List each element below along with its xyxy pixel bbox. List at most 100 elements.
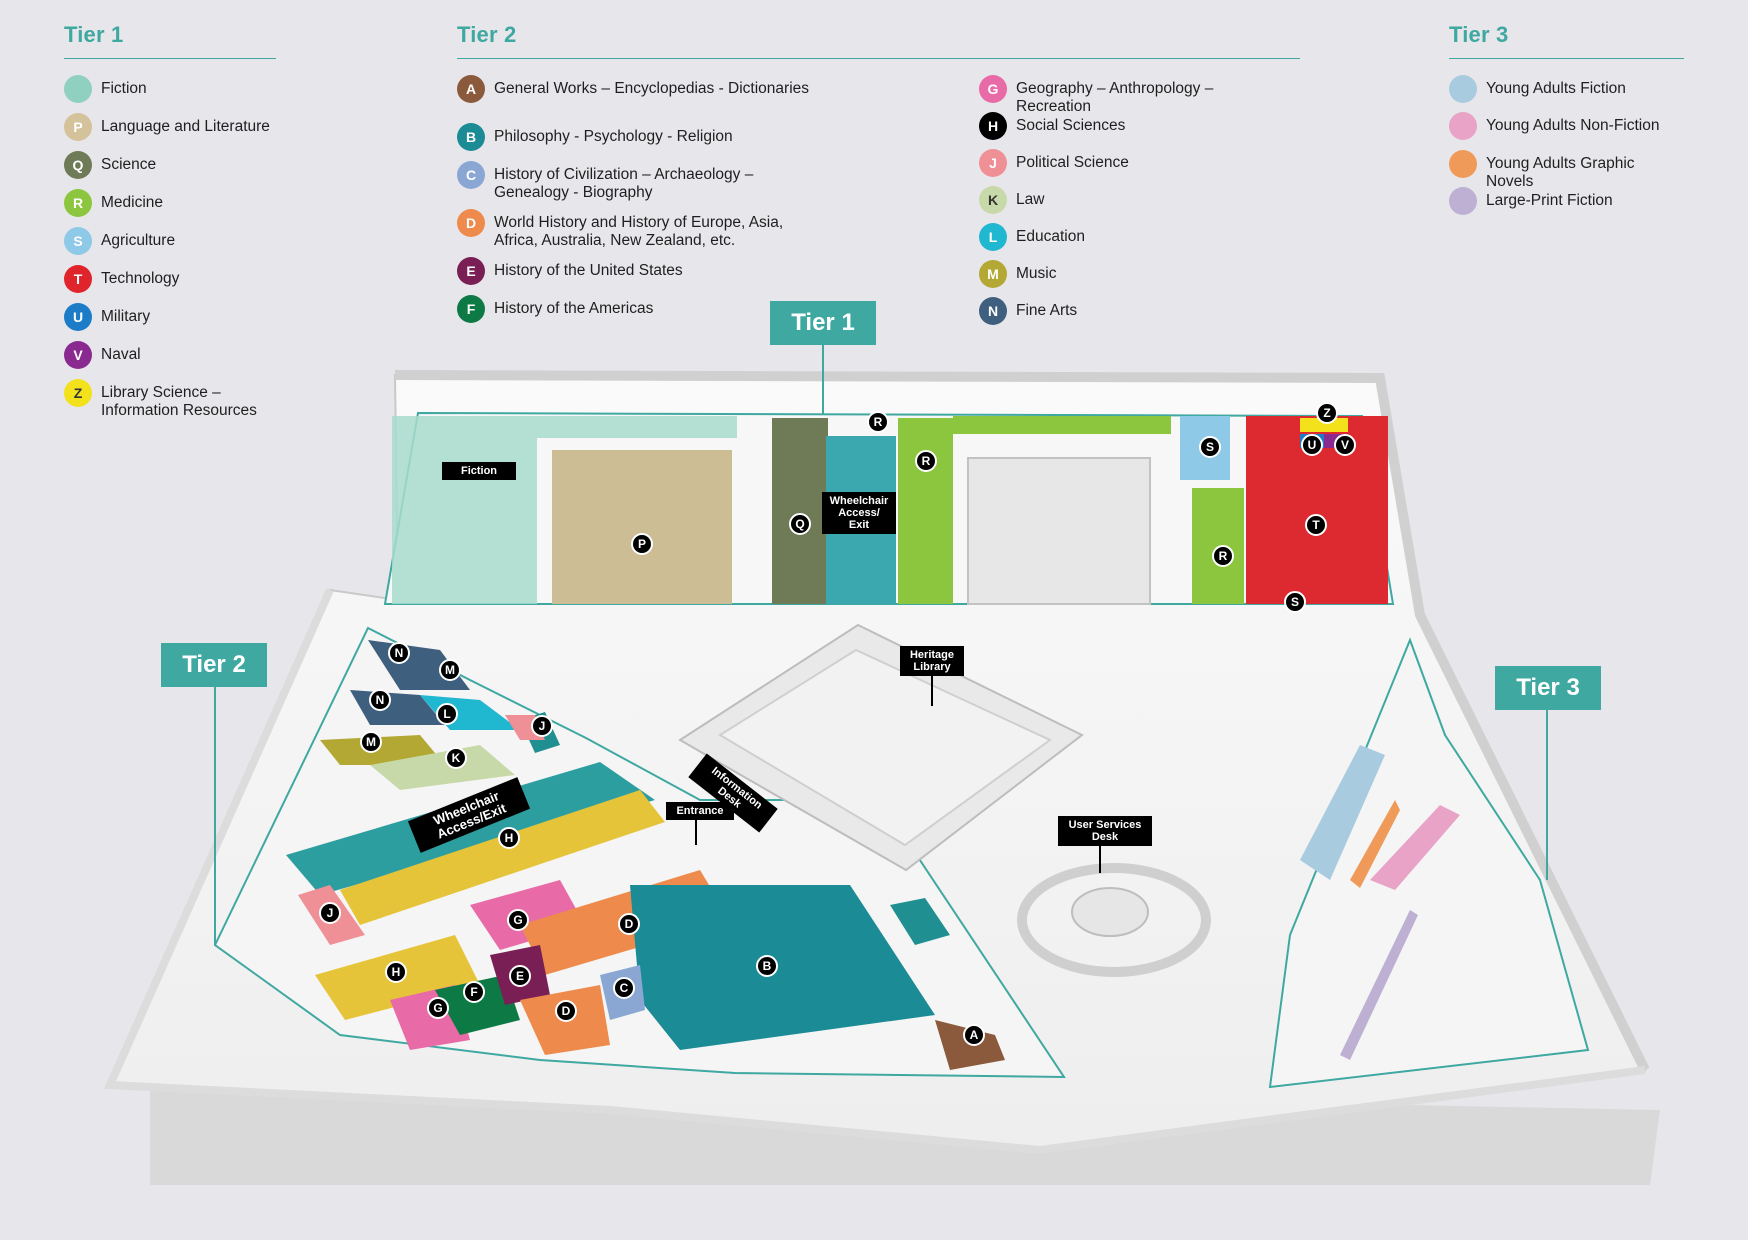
legend-color-badge: M: [979, 260, 1007, 288]
legend-label: Fiction: [101, 80, 147, 97]
tier3-tag: Tier 3: [1495, 666, 1601, 710]
legend-color-badge: L: [979, 223, 1007, 251]
wheelchair-tier1-label: Wheelchair Access/ Exit: [822, 492, 896, 534]
legend-color-badge: [1449, 112, 1477, 140]
map-marker-tier2: J: [531, 715, 553, 737]
legend-label: Music: [1016, 265, 1057, 282]
map-marker-tier2: D: [618, 913, 640, 935]
legend-rule: [1449, 58, 1684, 59]
legend-item: Young Adults Fiction: [1449, 75, 1626, 103]
fiction-label: Fiction: [442, 462, 516, 480]
legend-color-badge: B: [457, 123, 485, 151]
legend-color-badge: V: [64, 341, 92, 369]
map-marker-tier1: R: [915, 450, 937, 472]
legend-label: World History and History of Europe, Asi…: [494, 214, 784, 249]
legend-label: Military: [101, 308, 151, 325]
map-marker-tier1: U: [1301, 434, 1323, 456]
map-marker-tier2: H: [498, 827, 520, 849]
legend-label: Science: [101, 156, 157, 173]
legend-label: Language and Literature: [101, 118, 270, 135]
legend-color-badge: Q: [64, 151, 92, 179]
map-marker-tier1: S: [1284, 591, 1306, 613]
legend-label: Political Science: [1016, 154, 1129, 171]
legend-label: Medicine: [101, 194, 164, 211]
legend-label: Library Science – Information Resources: [101, 384, 257, 419]
legend-item: H Social Sciences: [979, 112, 1125, 140]
legend-label: Young Adults Fiction: [1486, 80, 1626, 97]
tier3-shelving: [1300, 745, 1460, 1060]
legend-label: Philosophy - Psychology - Religion: [494, 128, 733, 145]
map-marker-tier1: R: [1212, 545, 1234, 567]
legend-item: Q Science: [64, 151, 156, 179]
legend-item: L Education: [979, 223, 1085, 251]
legend-title-tier3: Tier 3: [1449, 22, 1509, 47]
map-marker-tier2: N: [388, 642, 410, 664]
legend-item: P Language and Literature: [64, 113, 270, 141]
legend-item: J Political Science: [979, 149, 1129, 177]
legend-color-badge: T: [64, 265, 92, 293]
legend-item: Fiction: [64, 75, 147, 103]
legend-color-badge: E: [457, 257, 485, 285]
legend-title-tier1: Tier 1: [64, 22, 124, 47]
legend-item: Large-Print Fiction: [1449, 187, 1613, 215]
tier1-rooms: [967, 457, 1151, 605]
legend-label: Education: [1016, 228, 1085, 245]
legend-item: Young Adults Non-Fiction: [1449, 112, 1659, 140]
legend-color-badge: F: [457, 295, 485, 323]
shelves-library-science: [1300, 418, 1348, 432]
entrance-label: Entrance: [666, 802, 734, 820]
shelves-medicine: [898, 418, 953, 604]
map-marker-tier2: G: [507, 909, 529, 931]
legend-color-badge: J: [979, 149, 1007, 177]
map-marker-tier2: L: [436, 703, 458, 725]
legend-color-badge: P: [64, 113, 92, 141]
legend-label: History of the Americas: [494, 300, 654, 317]
legend-label: Agriculture: [101, 232, 176, 249]
heritage-library-label: Heritage Library: [900, 646, 964, 676]
legend-color-badge: [64, 75, 92, 103]
shelves-science: [772, 418, 828, 604]
legend-label: General Works – Encyclopedias - Dictiona…: [494, 80, 810, 97]
legend-title-tier2: Tier 2: [457, 22, 517, 47]
legend-label: Young Adults Non-Fiction: [1486, 117, 1660, 134]
tier2-shelving: [286, 640, 1005, 1070]
legend-label: Social Sciences: [1016, 117, 1126, 134]
outer-wall: [394, 370, 1650, 1073]
map-marker-tier1: Q: [789, 513, 811, 535]
map-marker-tier1: P: [631, 533, 653, 555]
map-marker-tier2: F: [463, 981, 485, 1003]
legend-label: Young Adults Graphic Novels: [1486, 155, 1635, 190]
legend-color-badge: N: [979, 297, 1007, 325]
legend-item: Young Adults Graphic Novels: [1449, 150, 1684, 191]
map-marker-tier2: N: [369, 689, 391, 711]
legend-color-badge: H: [979, 112, 1007, 140]
map-marker-tier1: T: [1305, 514, 1327, 536]
shelves-fiction: [392, 416, 737, 604]
legend-item: B Philosophy - Psychology - Religion: [457, 123, 733, 151]
legend-item: M Music: [979, 260, 1056, 288]
outer-wall-left: [103, 588, 1646, 1155]
user-services-ring: [1017, 863, 1211, 977]
user-services-desk: [1071, 887, 1149, 937]
map-marker-tier2: C: [613, 977, 635, 999]
map-marker-tier2: J: [319, 902, 341, 924]
heritage-inner-rooms: [718, 648, 1052, 847]
legend-label: Law: [1016, 191, 1045, 208]
map-marker-tier1: V: [1334, 434, 1356, 456]
map-marker-tier1: S: [1199, 436, 1221, 458]
